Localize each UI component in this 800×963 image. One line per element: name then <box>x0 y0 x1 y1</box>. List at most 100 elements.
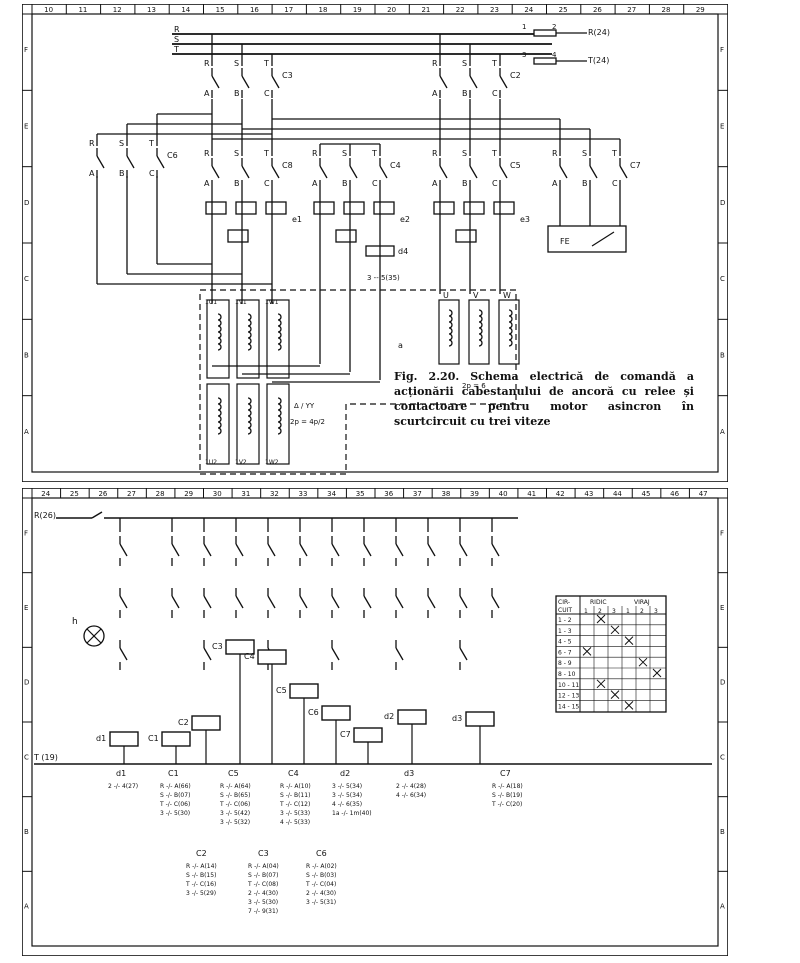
bottom-col-label: 45 <box>642 490 651 498</box>
bus-label: T <box>173 45 179 54</box>
phase-label: T <box>611 149 617 158</box>
winding-lower <box>217 397 222 435</box>
top-col-label: 17 <box>284 6 293 14</box>
phase-label: S <box>582 149 587 158</box>
phase-label: T <box>491 149 497 158</box>
bottom-col-label: 41 <box>527 490 536 498</box>
branch-contact <box>363 543 372 557</box>
contactor-label-C8: C8 <box>282 161 293 170</box>
bottom-row-label: C <box>24 753 29 761</box>
winding-lower <box>247 397 252 435</box>
winding-box <box>438 299 460 365</box>
table-row-label: 4 - 5 <box>558 639 572 646</box>
branch-contact <box>203 543 212 557</box>
contact-col-title: C3 <box>258 849 269 858</box>
bottom-col-label: 24 <box>41 490 50 498</box>
branch-contact <box>299 543 308 557</box>
top-row-label: F <box>24 46 28 54</box>
contact-C6 <box>126 155 135 169</box>
branch-contact <box>331 543 340 557</box>
terminal-label: B <box>234 179 240 188</box>
winding-lower <box>277 397 282 435</box>
fuse-pin: 4 <box>552 51 557 59</box>
contact-C4 <box>379 165 388 179</box>
branch-contact <box>331 595 340 609</box>
terminal-label: C <box>264 179 270 188</box>
top-row-label: C <box>24 275 29 283</box>
phase-label: T <box>491 59 497 68</box>
top-col-label: 10 <box>44 6 53 14</box>
top-row-label: C <box>720 275 725 283</box>
bottom-col-label: 32 <box>270 490 279 498</box>
thermal-element <box>373 201 395 215</box>
phase-label: T <box>263 59 269 68</box>
bottom-row-label: E <box>720 604 724 612</box>
terminal-label: A <box>552 179 558 188</box>
thermal-element <box>343 201 365 215</box>
fe-symbol <box>591 231 615 247</box>
terminal-label: A <box>432 179 438 188</box>
bottom-col-label: 28 <box>156 490 165 498</box>
contact-C4 <box>349 165 358 179</box>
coil-label: C6 <box>308 708 319 717</box>
branch-contact <box>119 595 128 609</box>
bottom-col-label: 43 <box>584 490 593 498</box>
winding-box <box>468 299 490 365</box>
contact-col-item: 2 -/- 4(28) <box>396 783 426 790</box>
contactor-label-C7: C7 <box>630 161 641 170</box>
top-col-label: 28 <box>662 6 671 14</box>
top-row-label: E <box>720 123 724 131</box>
terminal-label: C <box>492 179 498 188</box>
table-mark <box>596 679 606 689</box>
contact-C6 <box>156 155 165 169</box>
contact-col-item: 3 -/- 5(31) <box>306 899 336 906</box>
phase-label: T <box>148 139 154 148</box>
top-col-label: 12 <box>113 6 122 14</box>
top-col-label: 24 <box>524 6 533 14</box>
winding-box <box>206 299 230 379</box>
table-speed: 3 <box>612 608 616 615</box>
contact-col-item: R -/- A(04) <box>248 863 279 870</box>
table-mark <box>624 701 634 710</box>
terminal-label: B <box>342 179 348 188</box>
contact-C2 <box>439 75 448 89</box>
branch-contact <box>459 647 468 661</box>
bottom-row-label: D <box>24 679 29 687</box>
contact-col-item: S -/- B(03) <box>306 872 336 879</box>
winding-box <box>236 299 260 379</box>
fuse-pin: 3 <box>522 51 526 59</box>
fe-label: FE <box>560 237 570 246</box>
contact-C2 <box>499 75 508 89</box>
winding-terminal: 1V1 <box>235 299 247 306</box>
phase-label: R <box>552 149 558 158</box>
contact-col-title: C7 <box>500 769 511 778</box>
winding-label: V <box>473 291 479 300</box>
branch-contact <box>459 595 468 609</box>
winding-box <box>266 383 290 465</box>
contact-col-item: R -/- A(64) <box>220 783 251 790</box>
contact-col-item: 3 -/- 5(33) <box>280 810 310 817</box>
bottom-inner-frame <box>31 497 719 947</box>
winding-label: U <box>443 291 449 300</box>
supply-bottom-label: T (19) <box>33 753 58 762</box>
winding-right <box>448 309 453 347</box>
coil-d3 <box>465 711 495 727</box>
winding-box <box>236 383 260 465</box>
star-label: Δ / YY <box>294 402 315 410</box>
contactor-label-C6: C6 <box>167 151 178 160</box>
top-col-label: 20 <box>387 6 396 14</box>
branch-contact <box>395 647 404 661</box>
lamp-label: h <box>72 617 78 627</box>
top-col-label: 11 <box>78 6 87 14</box>
bottom-col-label: 26 <box>98 490 107 498</box>
top-col-label: 27 <box>627 6 636 14</box>
branch-contact <box>299 595 308 609</box>
bottom-row-label: F <box>720 529 724 537</box>
contact-C5 <box>439 165 448 179</box>
winding-upper <box>217 313 222 351</box>
terminal-label: C <box>612 179 618 188</box>
terminal-label: C <box>492 89 498 98</box>
